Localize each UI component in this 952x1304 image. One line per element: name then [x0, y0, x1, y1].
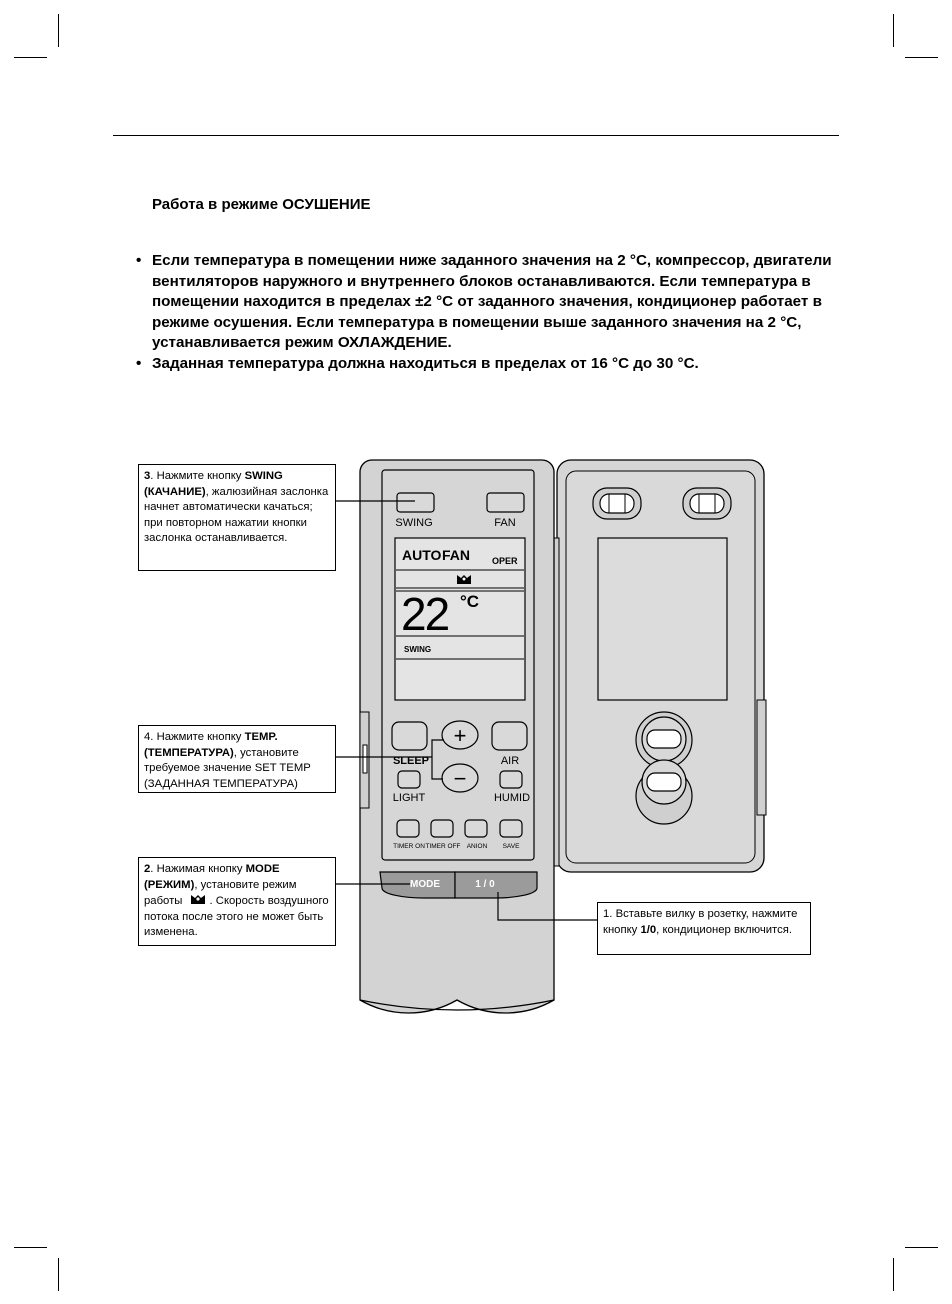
crop-mark	[58, 1258, 59, 1291]
timer-on-button[interactable]	[396, 819, 420, 838]
display-temperature: 22	[401, 588, 449, 640]
anion-label: ANION	[467, 843, 488, 850]
swing-label: SWING	[395, 517, 432, 529]
crop-mark	[14, 1247, 47, 1248]
timer-off-label: TIMER OFF	[425, 843, 460, 850]
sleep-button[interactable]	[391, 721, 428, 751]
minus-icon: −	[454, 766, 467, 791]
callout-temp: 4. Нажмите кнопку TEMP. (ТЕМПЕРАТУРА), у…	[138, 725, 336, 793]
remote-cover	[548, 459, 767, 873]
list-item: •Если температура в помещении ниже задан…	[136, 252, 832, 352]
callout-swing: 3. Нажмите кнопку SWING (КАЧАНИЕ), жалюз…	[138, 464, 336, 571]
temp-minus-button[interactable]	[441, 763, 479, 793]
header-rule	[113, 135, 839, 136]
leader-line	[336, 739, 444, 758]
air-label: AIR	[501, 755, 519, 767]
crop-mark	[905, 1247, 938, 1248]
swing-button[interactable]	[396, 492, 435, 513]
list-item: •Заданная температура должна находиться …	[136, 354, 699, 372]
light-button[interactable]	[397, 770, 421, 789]
humid-label: HUMID	[494, 792, 530, 804]
callout-mode: 2. Нажимая кнопку MODE (РЕЖИМ), установи…	[138, 857, 336, 946]
light-label: LIGHT	[393, 792, 426, 804]
dry-mode-icon	[190, 895, 205, 905]
temp-plus-button[interactable]	[441, 720, 479, 750]
crop-mark	[14, 57, 47, 58]
timer-off-button[interactable]	[430, 819, 454, 838]
air-button[interactable]	[491, 721, 528, 751]
display-unit: °C	[460, 592, 479, 611]
save-button[interactable]	[499, 819, 523, 838]
sleep-label: SLEEP	[393, 755, 429, 767]
display-auto: AUTO	[402, 547, 442, 563]
timer-on-label: TIMER ON	[393, 843, 425, 850]
fan-label: FAN	[494, 517, 515, 529]
display-fan: FAN	[442, 547, 470, 563]
crop-mark	[893, 14, 894, 47]
bullet-list: •Если температура в помещении ниже задан…	[133, 251, 833, 375]
anion-button[interactable]	[464, 819, 488, 838]
crop-mark	[893, 1258, 894, 1291]
leader-line	[431, 757, 443, 780]
dry-mode-icon	[457, 575, 471, 584]
fan-button[interactable]	[486, 492, 525, 513]
callout-power: 1. Вставьте вилку в розетку, нажмите кно…	[597, 902, 811, 955]
crop-mark	[905, 57, 938, 58]
save-label: SAVE	[503, 843, 521, 850]
crop-mark	[58, 14, 59, 47]
power-label: 1 / 0	[475, 879, 495, 890]
display-swing: SWING	[404, 645, 431, 654]
leader-line	[497, 892, 598, 921]
mode-label: MODE	[410, 879, 440, 890]
display-oper: OPER	[492, 556, 518, 566]
section-title: Работа в режиме ОСУШЕНИЕ	[152, 196, 371, 213]
plus-icon: +	[454, 723, 467, 748]
humid-button[interactable]	[499, 770, 523, 789]
